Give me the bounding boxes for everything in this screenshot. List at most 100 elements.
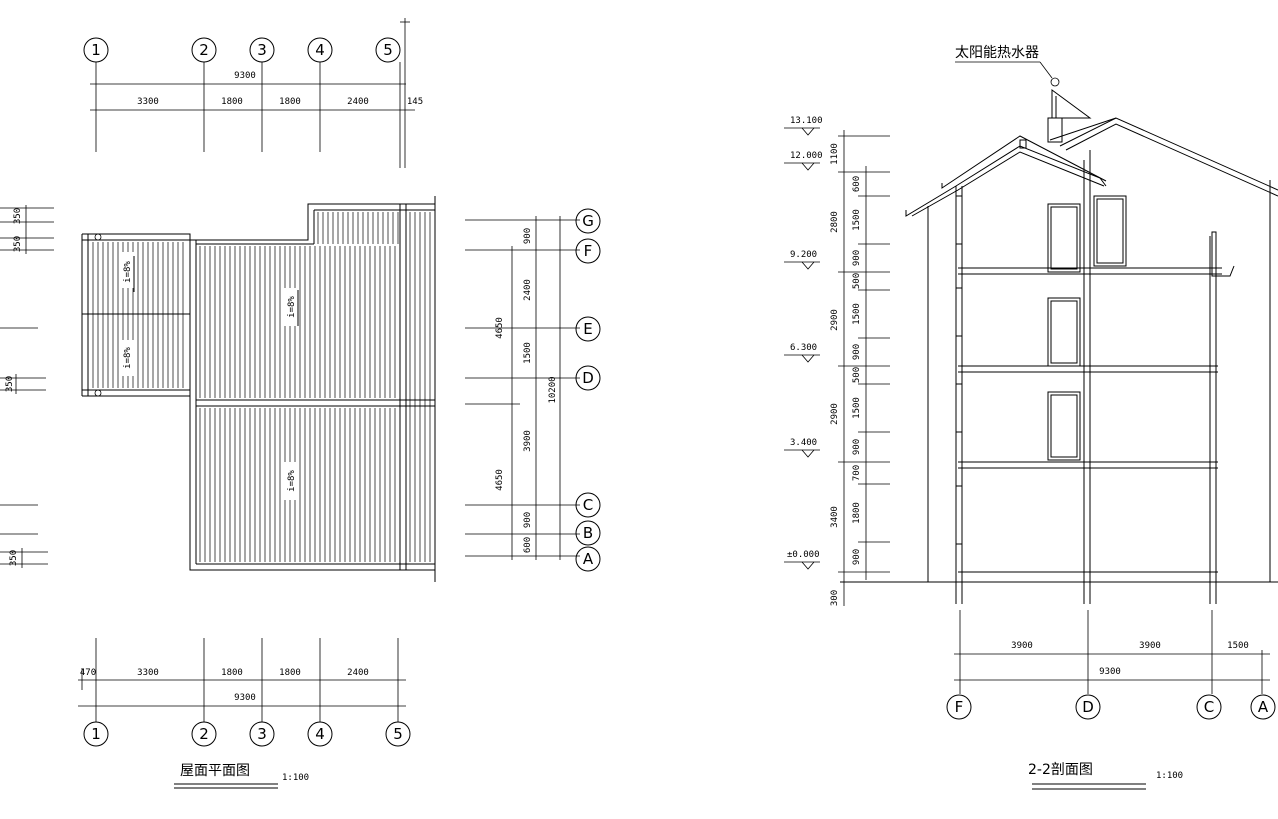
vertical-dimension-lines: 1100 2800 2900 2900 3400 300 600 1500 90… [830,130,890,606]
slope-label: i=8% [287,470,297,492]
level-text: ±0.000 [787,550,820,560]
dim-text: 500 [852,367,862,383]
slope-label: i=8% [123,261,133,283]
solar-heater [1047,89,1092,143]
axis-label: C [583,496,593,514]
top-axis-bubbles: 1 2 3 4 5 [83,37,401,63]
roof-plan: 1 2 3 4 5 9300 3300 1800 1800 2400 145 [0,18,601,789]
dim-total: 10200 [548,376,558,403]
dim-text: 2900 [830,403,840,425]
bottom-dimension-lines: 470 3300 1800 1800 2400 9300 [78,638,406,722]
dim-text: 2900 [830,309,840,331]
axis-label: D [582,369,594,387]
level-text: 13.100 [790,116,823,126]
axis-label: 3 [257,725,267,743]
dim-text: 3900 [1011,641,1033,651]
dim-text: 3300 [137,668,159,678]
dim-text: 1800 [221,668,243,678]
axis-label: 1 [91,41,101,59]
dim-text: 1500 [852,397,862,419]
top-dimension-lines: 9300 3300 1800 1800 2400 145 [90,18,423,168]
walls [927,150,1271,604]
axis-label: A [1258,698,1269,716]
dim-text: 1800 [221,97,243,107]
level-text: 12.000 [790,151,823,161]
dim-total: 9300 [234,693,256,703]
level-markers: 13.100 12.000 9.200 6.300 3.400 ±0.000 [784,116,823,570]
dim-text: 350 [9,550,19,566]
dim-text: 900 [523,228,533,244]
roof-outline [81,196,436,582]
dim-text: 1500 [1227,641,1249,651]
plan-title-block: 屋面平面图 1:100 [174,763,309,789]
axis-label: 5 [383,41,393,59]
section-drawing: 太阳能热水器 [784,45,1278,790]
dim-text: 1500 [852,209,862,231]
axis-label: C [1204,698,1214,716]
axis-label: F [955,698,964,716]
dim-text: 350 [5,376,15,392]
dim-total: 9300 [1099,667,1121,677]
axis-label: 4 [315,41,325,59]
bottom-axis-bubbles: 1 2 3 4 5 [83,721,411,747]
axis-label: 2 [199,725,209,743]
section-title: 2-2剖面图 [1028,762,1093,778]
dim-text: 1500 [852,303,862,325]
dim-text: 1800 [279,97,301,107]
axis-label: F [584,242,593,260]
dim-text: 1800 [279,668,301,678]
dim-text: 4650 [495,317,505,339]
section-axis-bubbles: F D C A [946,694,1276,720]
slope-label: i=8% [287,296,297,318]
dim-text: 3900 [523,430,533,452]
axis-label: 3 [257,41,267,59]
solar-heater-label: 太阳能热水器 [955,45,1039,61]
dim-text: 2400 [347,668,369,678]
floor-slabs [840,267,1278,583]
dim-text: 900 [852,439,862,455]
dim-text: 900 [852,250,862,266]
dim-text: 600 [523,537,533,553]
dim-text: 2400 [523,279,533,301]
section-title-block: 2-2剖面图 1:100 [1028,762,1183,790]
dim-text: 600 [852,176,862,192]
section-bottom-dimensions: 3900 3900 1500 9300 [954,610,1270,694]
axis-label: 5 [393,725,403,743]
roof-profile [905,117,1278,217]
dim-text: 3900 [1139,641,1161,651]
windows [955,195,1127,545]
dim-text: 900 [523,512,533,528]
dim-text: 2800 [830,211,840,233]
dim-text: 350 [13,236,23,252]
axis-label: B [583,524,593,542]
level-text: 6.300 [790,343,817,353]
dim-text: 700 [852,465,862,481]
axis-label: G [582,212,594,230]
level-text: 3.400 [790,438,817,448]
section-scale: 1:100 [1156,771,1183,781]
dim-text: 900 [852,344,862,360]
dim-total: 9300 [234,71,256,81]
dim-text: 300 [830,590,840,606]
dim-text: 500 [852,273,862,289]
plan-scale: 1:100 [282,773,309,783]
slope-labels: i=8% i=8% i=8% i=8% [120,252,299,500]
axis-label: D [1082,698,1094,716]
slope-label: i=8% [123,347,133,369]
dim-text: 1500 [523,342,533,364]
dim-text: 2400 [347,97,369,107]
dim-text: 3300 [137,97,159,107]
axis-label: E [583,320,592,338]
dim-text: 145 [407,97,423,107]
axis-label: 2 [199,41,209,59]
left-dimension-lines: 350 350 350 350 [0,205,54,568]
axis-label: 1 [91,725,101,743]
dim-text: 4650 [495,469,505,491]
roof-hatching [92,212,431,562]
plan-title: 屋面平面图 [180,763,250,779]
axis-label: 4 [315,725,325,743]
dim-text: 1800 [852,502,862,524]
level-text: 9.200 [790,250,817,260]
dim-text: 350 [13,208,23,224]
